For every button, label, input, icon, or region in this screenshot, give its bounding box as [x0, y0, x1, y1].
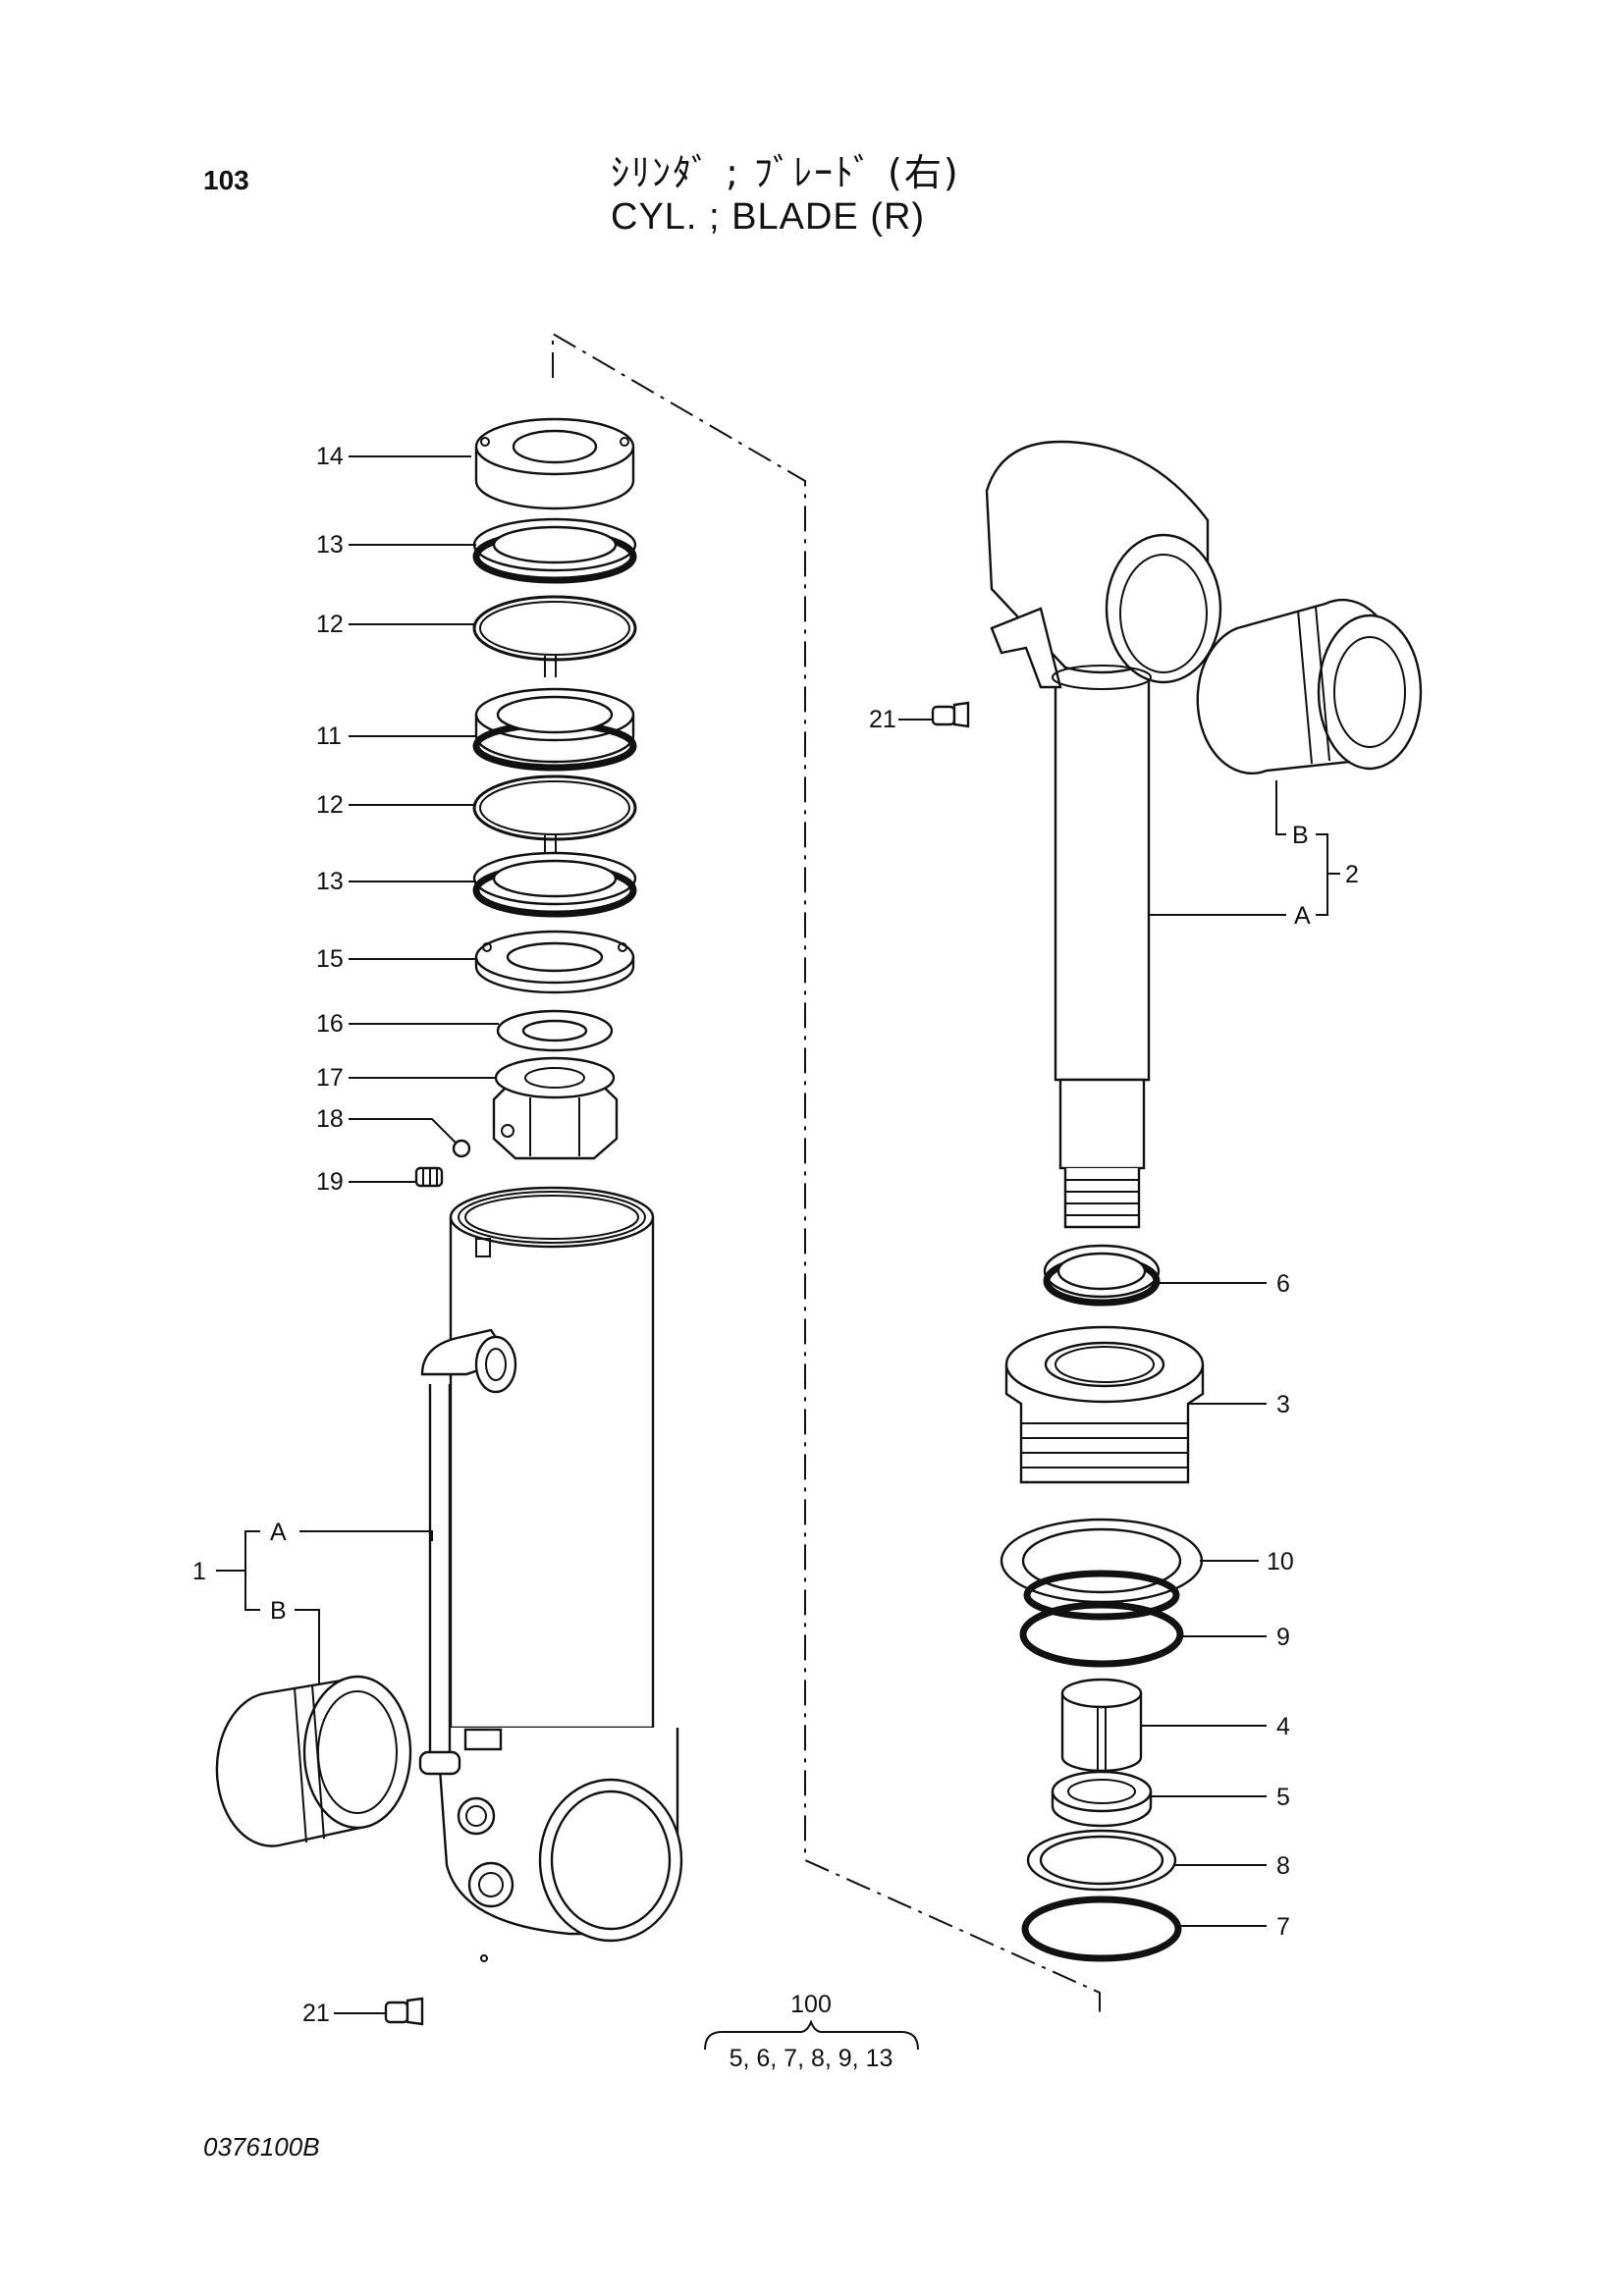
callout-12-lower: 12	[316, 791, 344, 819]
part-14-cover	[474, 417, 635, 510]
callout-2-b: B	[1292, 822, 1309, 849]
callout-6: 6	[1276, 1270, 1290, 1298]
part-21-grease-fitting-right	[931, 701, 970, 728]
callout-12-upper: 12	[316, 611, 344, 638]
part-19-set-screw	[414, 1166, 444, 1188]
part-12-lower-ring	[472, 774, 637, 856]
callout-3: 3	[1276, 1391, 1290, 1418]
part-13-lower-seal	[472, 851, 637, 918]
part-2b-bushing	[1196, 598, 1423, 775]
page-number: 103	[203, 165, 249, 195]
callout-2: 2	[1345, 861, 1359, 888]
drawing-code: 0376100B	[203, 2132, 320, 2162]
part-3-gland	[1004, 1325, 1205, 1484]
callout-2-a: A	[1294, 902, 1311, 930]
part-8-ring	[1026, 1829, 1177, 1892]
title-english: CYL. ; BLADE (R)	[611, 196, 926, 238]
callout-11: 11	[316, 722, 342, 750]
callout-21-right: 21	[869, 706, 896, 733]
part-1b-bushing	[215, 1675, 412, 1847]
part-4-bushing	[1060, 1678, 1143, 1773]
callout-5: 5	[1276, 1784, 1290, 1811]
title-japanese: ｼﾘﾝﾀﾞ ; ﾌﾞﾚｰﾄﾞ (右)	[611, 151, 960, 194]
part-9-o-ring	[1019, 1601, 1184, 1668]
assembly-guide-line	[552, 332, 1101, 2017]
callout-7: 7	[1276, 1913, 1290, 1941]
part-10-backup-ring	[1000, 1518, 1204, 1621]
callout-18: 18	[316, 1105, 344, 1133]
part-5-wiper	[1051, 1770, 1153, 1828]
callout-13-upper: 13	[316, 531, 344, 559]
part-11-bushing	[472, 687, 637, 772]
callout-14: 14	[316, 443, 344, 470]
callout-13-lower: 13	[316, 868, 344, 895]
part-17-nut	[492, 1056, 619, 1160]
part-6-seal	[1043, 1244, 1161, 1307]
callout-17: 17	[316, 1064, 344, 1092]
kit-contents: 5, 6, 7, 8, 9, 13	[730, 2045, 893, 2072]
part-1-cylinder-tube	[418, 1186, 683, 1962]
callout-16: 16	[316, 1010, 344, 1038]
callout-19: 19	[316, 1168, 344, 1196]
callout-1-b: B	[270, 1597, 287, 1625]
part-13-upper-seal	[472, 517, 637, 584]
callout-4: 4	[1276, 1713, 1290, 1740]
leader-lines	[216, 455, 1340, 2051]
callout-10: 10	[1267, 1548, 1294, 1575]
kit-number: 100	[790, 1991, 832, 2018]
callout-1-a: A	[270, 1519, 287, 1546]
part-7-o-ring	[1021, 1896, 1182, 1962]
callout-15: 15	[316, 945, 344, 973]
part-12-upper-ring	[472, 595, 637, 677]
callout-9: 9	[1276, 1624, 1290, 1651]
callout-1: 1	[192, 1558, 206, 1585]
callout-8: 8	[1276, 1852, 1290, 1880]
part-18-ball	[452, 1139, 471, 1158]
part-15-plate	[474, 930, 635, 994]
part-21-grease-fitting-left	[384, 1997, 424, 2026]
callout-21-left: 21	[302, 2000, 330, 2027]
part-2-piston-rod	[985, 440, 1222, 1229]
part-16-washer	[496, 1009, 614, 1052]
